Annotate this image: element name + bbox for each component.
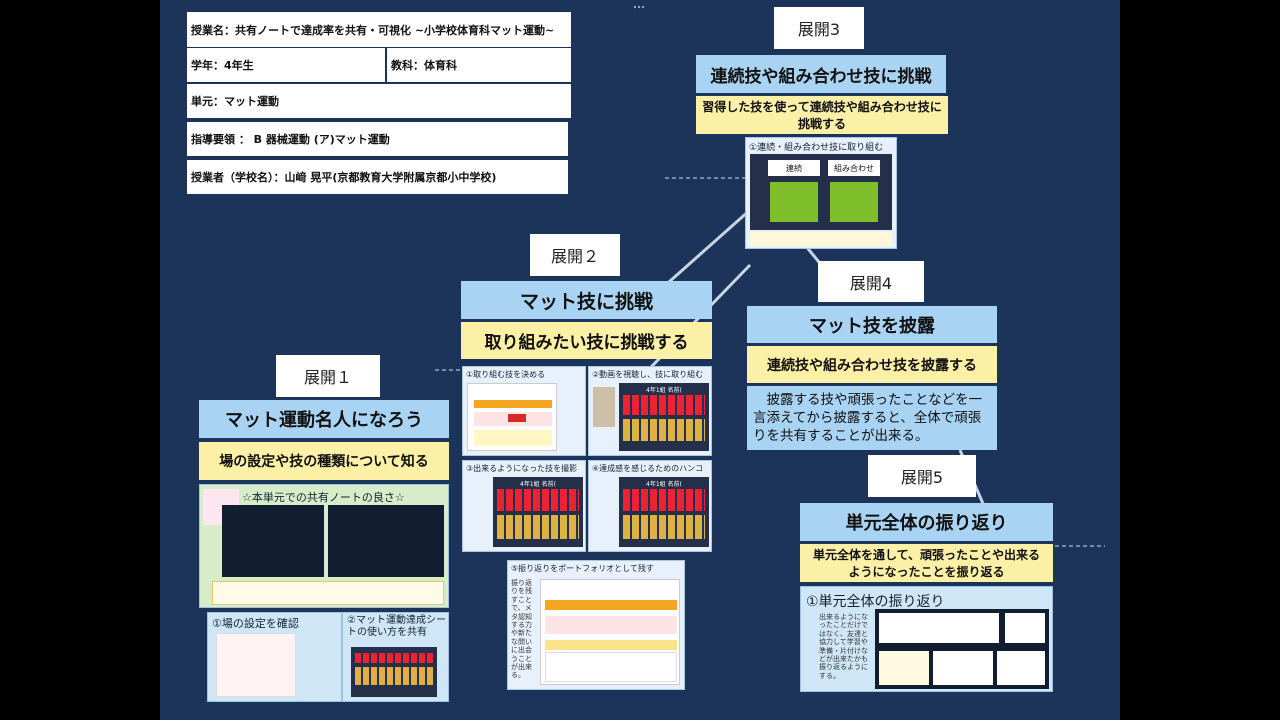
sheet-row-yellow — [623, 419, 705, 441]
stage3-tag: 展開3 — [774, 7, 864, 49]
stage2-thumb1-sheet — [467, 383, 557, 451]
stage5-thumb-title: ①単元全体の振り返り — [806, 594, 945, 610]
stage3-col1: 連続 — [768, 160, 820, 176]
stage5-board-sheet3 — [879, 651, 929, 685]
sheet-row-red — [497, 489, 579, 511]
stage5-board — [875, 609, 1049, 689]
stage1-box-a: ①場の設定を確認 — [207, 612, 342, 702]
stage5-board-sheet1 — [879, 613, 999, 643]
thumb5-banner — [545, 600, 677, 610]
stage2-thumb3-title: ③出来るようになった技を撮影 — [466, 464, 578, 473]
stage5-board-sheet5 — [997, 651, 1045, 685]
stage2-thumb1: ①取り組む技を決める — [462, 366, 586, 456]
stage5-tag: 展開5 — [868, 455, 976, 497]
sheet-row-yellow — [497, 515, 579, 539]
stage1-title: マット運動名人になろう — [199, 400, 449, 438]
stage5-thumb-side: 出来るようになったことだけではなく、友達と協力して学習や準備・片付けなどが出来た… — [819, 613, 868, 680]
stage2-thumb5-sheet — [540, 579, 680, 685]
stage1-board-a — [222, 505, 324, 577]
stage1-tag: 展開１ — [276, 355, 380, 397]
stage1-box-b: ②マット運動達成シートの使い方を共有 — [342, 612, 449, 702]
stage4-body: 披露する技や頑張ったことなどを一言添えてから披露すると、全体で頑張りを共有するこ… — [747, 386, 997, 450]
stage1-box-a-title: ①場の設定を確認 — [212, 617, 299, 630]
slide-canvas: 授業名：共有ノートで達成率を共有・可視化 ~小学校体育科マット運動~ 学年：4年… — [160, 0, 1120, 720]
stage3-title: 連続技や組み合わせ技に挑戦 — [696, 55, 946, 93]
stage1-subtitle: 場の設定や技の種類について知る — [199, 442, 449, 480]
stage2-thumb1-title: ①取り組む技を決める — [466, 370, 546, 379]
stage3-thumb-title: ①連続・組み合わせ技に取り組む — [749, 143, 884, 153]
thumb1-banner — [474, 400, 552, 408]
stage4-subtitle: 連続技や組み合わせ技を披露する — [747, 346, 997, 383]
thumb5-row — [545, 616, 677, 634]
sheet-row-yellow — [623, 515, 705, 539]
stage2-thumb4: ④達成感を感じるためのハンコ 4年1組 名前( — [588, 460, 712, 552]
sheet-row-red — [355, 653, 433, 663]
stage2-thumb2: ②動画を視聴し、技に取り組む 4年1組 名前( — [588, 366, 712, 456]
stage3-thumb-note — [750, 232, 892, 246]
lesson-name: 授業名：共有ノートで達成率を共有・可視化 ~小学校体育科マット運動~ — [187, 12, 571, 47]
sheet-row-red — [623, 395, 705, 415]
stage2-thumb2-title: ②動画を視聴し、技に取り組む — [592, 370, 704, 379]
stage1-box-b-sheet — [351, 647, 437, 697]
stage3-thumbnail: ①連続・組み合わせ技に取り組む 連続 組み合わせ — [745, 137, 897, 249]
stage4-tag: 展開4 — [818, 261, 924, 302]
stage3-col2: 組み合わせ — [828, 160, 880, 176]
stage3-video1 — [770, 182, 818, 222]
lesson-unit: 単元：マット運動 — [187, 84, 571, 118]
stage2-thumb2-photo — [593, 387, 615, 427]
stage5-board-sheet2 — [1005, 613, 1045, 643]
thumb1-arrow — [508, 414, 526, 422]
stage2-thumb4-title: ④達成感を感じるためのハンコ — [592, 464, 704, 473]
stage2-tag: 展開２ — [530, 234, 620, 276]
thumb1-note — [474, 430, 552, 446]
stage5-board-sheet4 — [933, 651, 993, 685]
sheet-row-red — [623, 489, 705, 511]
stage4-title: マット技を披露 — [747, 306, 997, 343]
stage2-subtitle: 取り組みたい技に挑戦する — [461, 322, 712, 359]
stage1-board-b — [328, 505, 444, 577]
stage2-thumb5: ⑤振り返りをポートフォリオとして残す 振り返りを残すことで、メタ認知する力や新た… — [507, 560, 685, 690]
stage1-slide-title: ☆本単元での共有ノートの良さ☆ — [242, 491, 405, 504]
lesson-grade: 学年：4年生 — [187, 48, 385, 82]
stage1-slide-footer — [212, 581, 444, 605]
stage3-video2 — [830, 182, 878, 222]
stage3-thumb-board: 連続 組み合わせ — [750, 154, 892, 230]
lesson-teacher: 授業者（学校名）：山﨑 晃平(京都教育大学附属京都小中学校) — [187, 160, 568, 194]
stage2-thumb3-sheet-label: 4年1組 名前( — [520, 481, 556, 488]
stage1-slide: ☆本単元での共有ノートの良さ☆ — [199, 484, 449, 608]
stage2-thumb3: ③出来るようになった技を撮影 4年1組 名前( — [462, 460, 586, 552]
lesson-guideline: 指導要領 ： B 器械運動 (ア)マット運動 — [187, 122, 568, 156]
stage1-box-a-diagram — [216, 633, 296, 697]
stage2-thumb3-sheet: 4年1組 名前( — [493, 477, 583, 547]
lesson-subject: 教科：体育科 — [387, 48, 571, 82]
stage2-thumb5-side: 振り返りを残すことで、メタ認知する力や新たな問いに出会うことが出来る。 — [511, 579, 532, 680]
stage2-thumb5-title: ⑤振り返りをポートフォリオとして残す — [511, 564, 654, 573]
thumb5-reflect-banner — [545, 640, 677, 650]
stage1-box-b-title: ②マット運動達成シートの使い方を共有 — [347, 615, 446, 638]
stage2-thumb4-sheet: 4年1組 名前( — [619, 477, 709, 547]
stage2-thumb2-sheet-label: 4年1組 名前( — [646, 387, 682, 394]
stage2-title: マット技に挑戦 — [461, 281, 712, 319]
stage2-thumb4-sheet-label: 4年1組 名前( — [646, 481, 682, 488]
stage3-subtitle: 習得した技を使って連続技や組み合わせ技に挑戦する — [696, 96, 948, 134]
stage5-subtitle: 単元全体を通して、頑張ったことや出来るようになったことを振り返る — [800, 544, 1053, 582]
stage5-title: 単元全体の振り返り — [800, 503, 1053, 541]
thumb5-reflect-box — [545, 652, 677, 682]
stage5-thumbnail: ①単元全体の振り返り 出来るようになったことだけではなく、友達と協力して学習や準… — [800, 586, 1053, 692]
stage2-thumb2-sheet: 4年1組 名前( — [619, 383, 709, 451]
sheet-row-yellow — [355, 667, 433, 685]
